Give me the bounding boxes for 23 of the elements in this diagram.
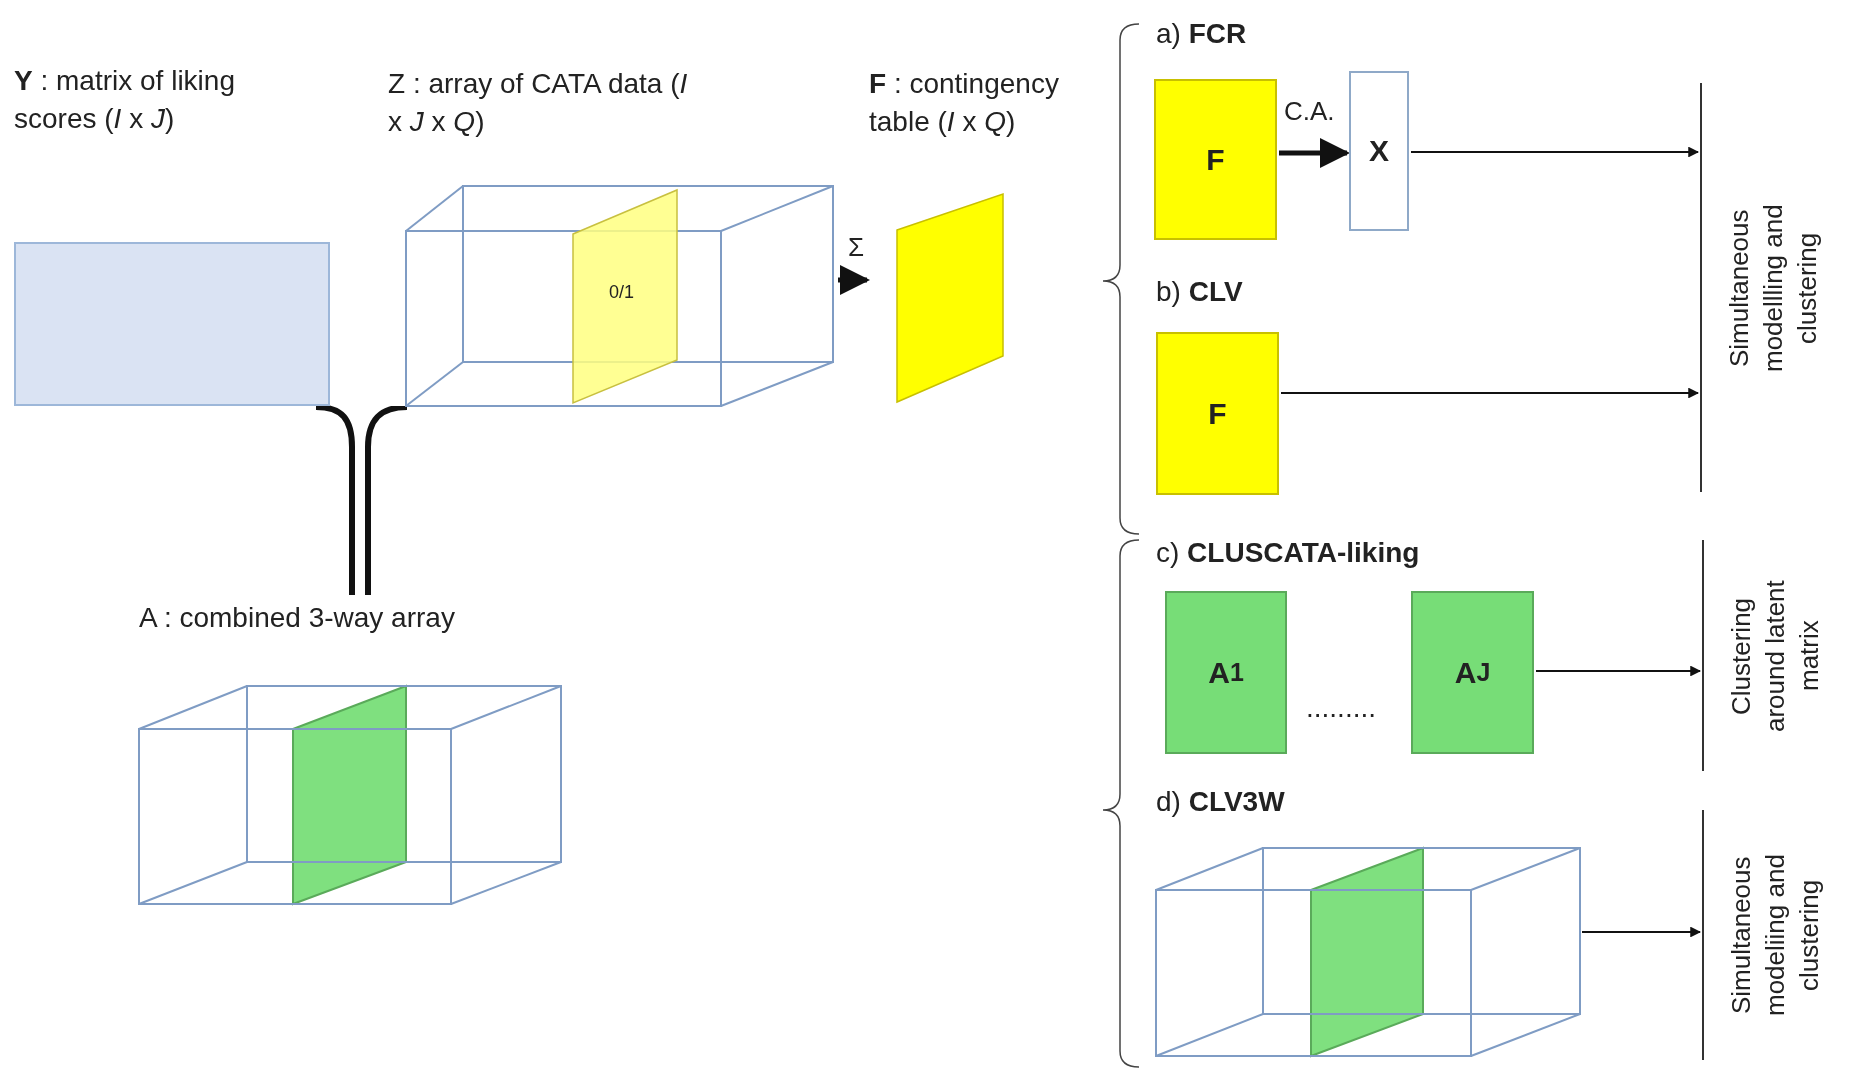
arrow (1280, 387, 1700, 399)
arrow (1581, 926, 1702, 938)
ellipsis: ......... (1306, 692, 1376, 724)
panel-heading: b) CLV (1156, 276, 1243, 308)
table-box: F (1156, 332, 1279, 495)
panel-heading: d) CLV3W (1156, 786, 1285, 818)
panel-heading: a) FCR (1156, 18, 1247, 50)
arrow (1279, 138, 1350, 168)
heading: A : combined 3-way array (139, 601, 456, 635)
vertical-label: Simultaneous modellling and clustering (1723, 202, 1823, 374)
table-box: F (1154, 79, 1277, 240)
arrow (1410, 146, 1700, 158)
heading: Z : array of CATA data (I x J x Q) (388, 67, 689, 139)
vertical-label: Simultaneous modeliing and clustering (1725, 853, 1825, 1018)
slice-label: 0/1 (609, 282, 635, 303)
vertical-label: Clustering around latent matrix (1725, 578, 1825, 734)
panel-heading: c) CLUSCATA-liking (1156, 537, 1420, 569)
arrow (838, 265, 870, 295)
arrow (1535, 665, 1702, 677)
heading: F : contingency table (I x Q) (869, 67, 1060, 139)
heading: Y : matrix of liking scores (I x J) (14, 64, 236, 136)
merge-line (365, 404, 408, 595)
matrix-box: X (1349, 71, 1409, 231)
